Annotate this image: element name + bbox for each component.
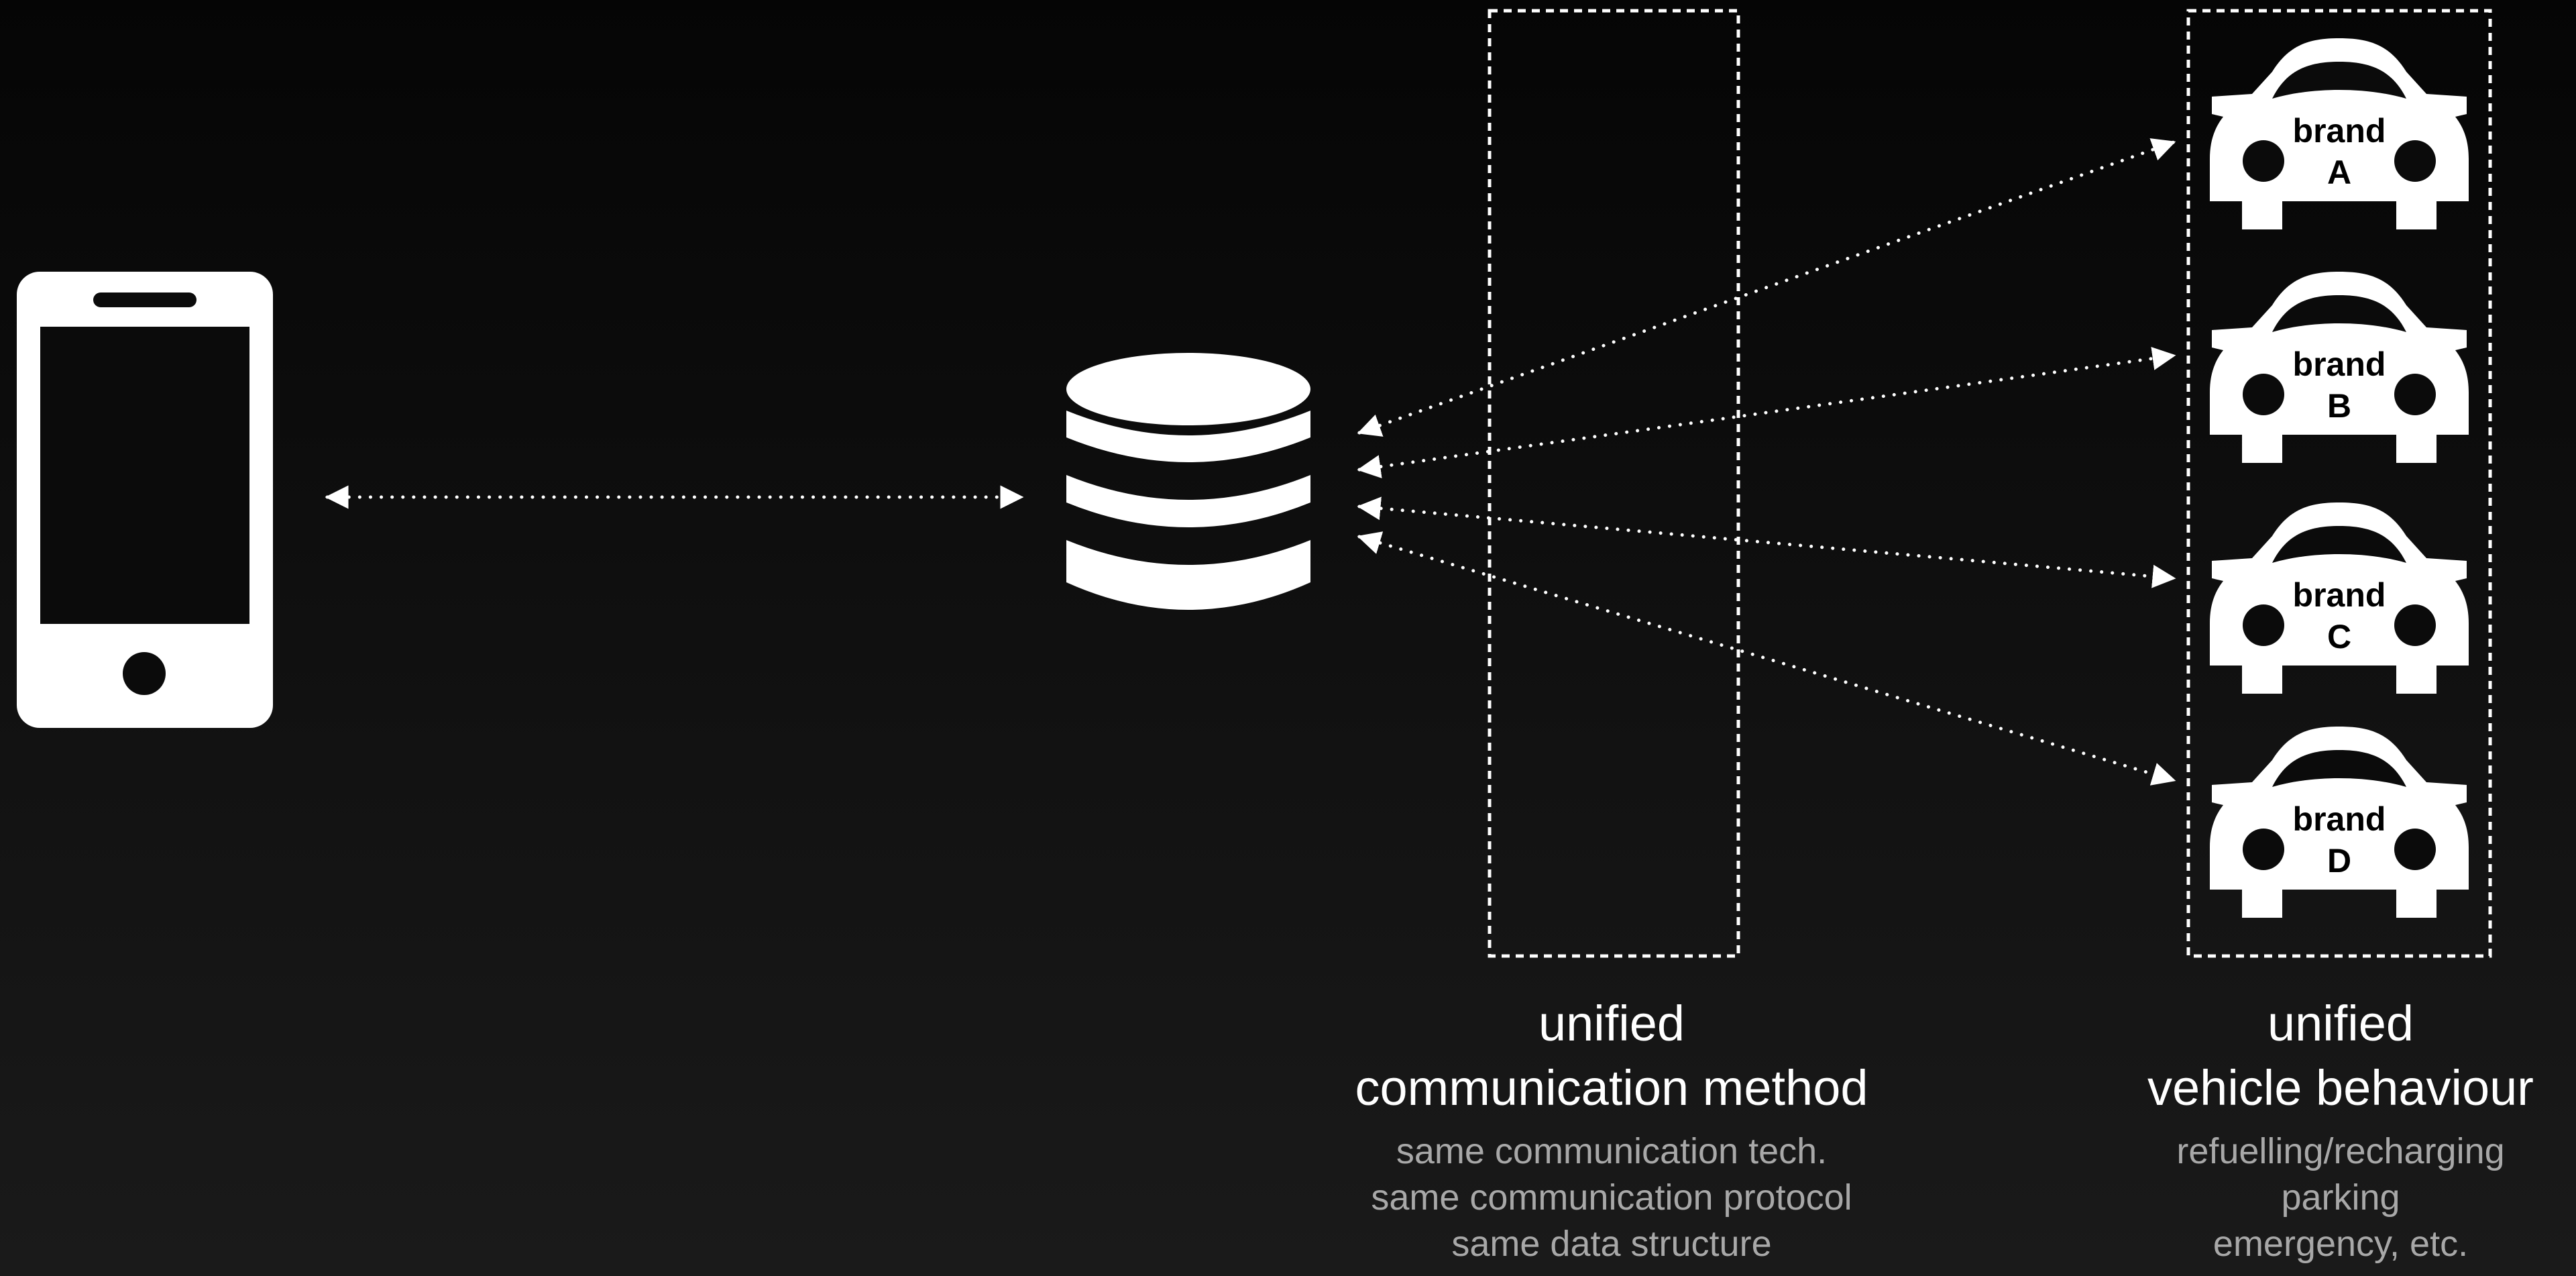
communication-detail: same communication protocol bbox=[1371, 1177, 1852, 1218]
communication-method-box bbox=[1488, 9, 1740, 958]
communication-details: same communication tech. same communicat… bbox=[1276, 1128, 1947, 1267]
communication-title: unified communication method bbox=[1276, 992, 1947, 1120]
smartphone-icon bbox=[17, 272, 273, 728]
connection-brand-d bbox=[1357, 531, 2176, 786]
car-brand-letter: B bbox=[2327, 387, 2351, 425]
vehicle-behaviour-box bbox=[2186, 9, 2492, 958]
database-icon bbox=[1066, 353, 1310, 610]
server-car-connections bbox=[1357, 138, 2176, 786]
vehicle-title-line2: vehicle behaviour bbox=[2147, 1060, 2534, 1116]
car-brand-letter: D bbox=[2327, 842, 2351, 880]
vehicle-details: refuelling/recharging parking emergency,… bbox=[2072, 1128, 2576, 1267]
car-brand-label: brand bbox=[2293, 112, 2386, 150]
car-brand-label: brand bbox=[2293, 345, 2386, 383]
vehicle-title-line1: unified bbox=[2267, 996, 2414, 1051]
vehicle-detail: emergency, etc. bbox=[2213, 1224, 2469, 1264]
connection-brand-c bbox=[1357, 496, 2176, 588]
car-brand-label: brand bbox=[2293, 576, 2386, 614]
vehicle-detail: refuelling/recharging bbox=[2176, 1131, 2505, 1171]
car-brand-letter: C bbox=[2327, 618, 2351, 655]
communication-detail: same data structure bbox=[1451, 1224, 1772, 1264]
connection-brand-a bbox=[1357, 138, 2176, 437]
communication-title-line2: communication method bbox=[1355, 1060, 1868, 1116]
connection-brand-b bbox=[1357, 347, 2176, 478]
communication-detail: same communication tech. bbox=[1396, 1131, 1828, 1171]
car-brand-label: brand bbox=[2293, 800, 2386, 838]
car-brand-letter: A bbox=[2327, 154, 2351, 191]
vehicle-title: unified vehicle behaviour bbox=[2072, 992, 2576, 1120]
communication-title-line1: unified bbox=[1538, 996, 1685, 1051]
vehicle-caption: unified vehicle behaviour refuelling/rec… bbox=[2072, 992, 2576, 1267]
communication-caption: unified communication method same commun… bbox=[1276, 992, 1947, 1267]
vehicle-detail: parking bbox=[2281, 1177, 2400, 1218]
